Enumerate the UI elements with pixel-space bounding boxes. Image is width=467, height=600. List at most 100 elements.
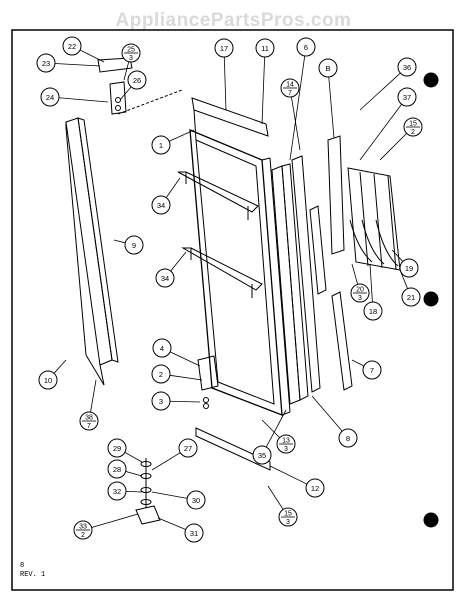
callout-c7: 7 [351,359,382,380]
callout-denominator: 3 [129,55,133,62]
callout-c28: 28 [107,459,143,479]
callout-circle [296,37,316,57]
leader-line [267,485,284,510]
callout-c23: 23 [36,53,101,73]
bottom-trim [195,427,271,471]
callout-circle [127,70,147,90]
leader-line [328,76,335,139]
leader-line [223,56,227,111]
callout-label: 12 [311,484,319,493]
leader-line [151,452,181,471]
watermark: AppliancePartsPros.com [115,10,352,31]
callout-circle [107,459,127,479]
handle-lower [181,247,263,298]
callout-circle [40,87,60,107]
callout-circle [399,258,419,278]
callout-c9: 9 [113,235,144,255]
callout-label: 9 [132,241,136,250]
callout-circle [305,478,325,498]
leader-line [359,72,401,111]
callout-label: 28 [113,465,121,474]
callout-circle [363,301,383,321]
page-border [11,29,454,591]
callout-label: 29 [113,444,121,453]
callout-c21: 21 [399,269,421,307]
footer-line1: 8 [20,562,25,570]
leader-line [169,374,203,381]
callout-c34a: 34 [151,177,181,215]
callout-circle [338,428,358,448]
callout-c15a: 152 [379,117,423,161]
callout-numerator: 15 [409,121,417,128]
callout-label: 31 [190,529,198,538]
callout-label: 24 [46,93,54,102]
leader-line [379,133,407,161]
callout-denominator: 7 [87,423,91,430]
leader-line [58,97,109,103]
callout-label: 2 [159,370,163,379]
callout-numerator: 15 [284,511,292,518]
callout-denominator: 7 [288,90,292,97]
callout-c20: 203 [350,263,370,303]
callout-c12: 12 [269,465,325,498]
bottom-hinge-assembly [197,355,219,409]
leader-line [311,395,343,432]
leader-line [165,177,181,198]
callout-label: 19 [405,264,413,273]
callout-label: 7 [370,366,374,375]
callout-circle [178,438,198,458]
callout-denominator: 3 [284,446,288,453]
leader-line [157,517,186,530]
callout-c19: 19 [391,249,419,278]
callout-circle [152,338,172,358]
gasket-strips [271,155,321,405]
leader-line [169,129,195,142]
callout-denominator: 2 [81,532,85,539]
callout-label: 32 [113,487,121,496]
callout-c17: 17 [214,38,234,111]
callout-circle [255,38,275,58]
callout-numerator: 25 [127,47,135,54]
callout-c22: 22 [62,36,105,63]
callout-label: 4 [160,344,164,353]
leader-line [261,56,266,125]
leader-line [265,409,287,448]
callout-circle [151,135,171,155]
callout-c29: 29 [107,438,143,463]
callout-numerator: 33 [79,524,87,531]
callout-numerator: 20 [356,287,364,294]
callout-circle [107,438,127,458]
callout-c6: 6 [289,37,316,161]
leader-line [151,491,188,499]
leader-line [359,103,402,161]
leader-line [351,263,358,285]
leader-line [123,61,130,81]
right-brackets [327,135,401,271]
callout-label: 37 [403,93,411,102]
callout-c35: 35 [252,409,287,465]
callout-label: 6 [304,43,308,52]
leader-line [169,351,201,367]
leader-line [269,465,308,485]
callout-numerator: 13 [282,438,290,445]
leader-line [91,513,139,528]
callout-circle [38,370,58,390]
callout-circle [252,445,272,465]
footer-line2: REV. 1 [20,571,46,579]
callout-c11: 11 [255,38,275,125]
callout-c14: 147 [280,78,301,151]
callout-label: 10 [44,376,52,385]
leader-line [119,86,132,101]
leader-line [124,452,143,463]
leader-line [113,239,126,244]
leader-line [369,263,373,303]
leader-line [90,379,97,413]
callout-circle [36,53,56,73]
callout-denominator: 3 [286,519,290,526]
leader-line [79,49,105,63]
callout-circle [151,391,171,411]
callout-label: 18 [369,307,377,316]
liner-strip [331,291,353,391]
callout-label: 8 [346,434,350,443]
